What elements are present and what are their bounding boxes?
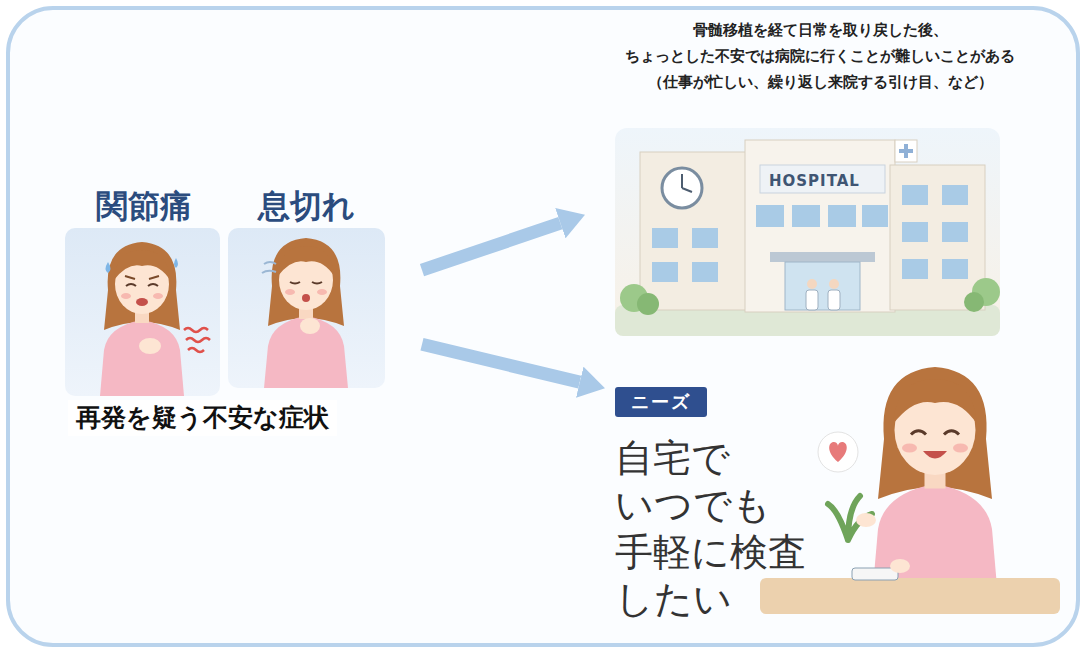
woman-at-home-part [856, 513, 876, 527]
woman-joint-pain-part [136, 298, 148, 306]
needs-statement: 自宅で いつでも 手軽に検査 したい [615, 435, 855, 623]
symptom-group: 再発を疑う不安な症状関節痛息切れ [60, 180, 422, 445]
woman-breathless-part [264, 316, 348, 388]
woman-at-home-part-part [911, 431, 959, 435]
woman-joint-pain-part [125, 276, 159, 279]
needs-box: ニーズ自宅で いつでも 手軽に検査 したい [605, 375, 1055, 640]
hospital-scene-part [807, 279, 817, 289]
woman-at-home-part [852, 568, 898, 580]
woman-joint-pain-part [184, 328, 210, 352]
woman-joint-pain-part [114, 250, 170, 280]
woman-at-home-part-part [902, 444, 917, 453]
woman-at-home-part-part [878, 367, 992, 499]
hospital-scene-part [756, 205, 784, 227]
hospital-scene-part [662, 168, 702, 208]
symptom-title: 息切れ [228, 187, 385, 225]
hospital-scene-box: 骨髄移植を経て日常を取り戻した後、 ちょっとした不安では病院に行くことが難しいこ… [585, 15, 1059, 340]
symptom-panels-part [228, 228, 385, 388]
hospital-sign: HOSPITAL [765, 171, 864, 191]
hospital-scene-part [895, 140, 917, 162]
hospital-scene-part [792, 205, 820, 227]
hospital-scene-part [770, 252, 875, 262]
woman-at-home-part-part [923, 451, 947, 459]
hospital-scene-part [682, 174, 692, 192]
symptom-card: 息切れ [228, 185, 389, 400]
hospital-scene-part [942, 259, 968, 279]
situation-note: 骨髄移植を経て日常を取り戻した後、 ちょっとした不安では病院に行くことが難しいこ… [585, 17, 1055, 95]
outer-frame [8, 8, 1078, 645]
hospital-scene-part [637, 293, 659, 315]
hospital-scene-part [828, 205, 856, 227]
woman-at-home-part [829, 442, 847, 462]
hospital-scene-part [806, 290, 818, 310]
hospital-scene-part [902, 222, 928, 242]
hospital-scene [615, 128, 1000, 336]
symptom-panels [65, 228, 385, 396]
needs-tag: ニーズ [615, 387, 707, 417]
woman-breathless-part [262, 262, 276, 273]
symptom-label: 再発を疑う不安な症状 [68, 400, 337, 436]
hospital-scene-part [785, 262, 860, 310]
hospital-scene-part [964, 292, 984, 312]
woman-breathless [262, 238, 348, 388]
symptom-card: 関節痛 [65, 185, 226, 400]
woman-joint-pain-part [139, 338, 161, 354]
hospital-scene-part [862, 205, 888, 227]
connector-layer-part [422, 223, 580, 382]
hospital-scene-part [828, 290, 840, 310]
woman-joint-pain-part [100, 320, 184, 396]
hospital-scene-part [652, 262, 678, 282]
hospital-scene-part [640, 152, 750, 310]
hospital-scene-part [615, 128, 1000, 336]
woman-breathless-part [278, 246, 334, 276]
flow-arrow [422, 344, 580, 382]
woman-breathless-part [302, 294, 310, 302]
flow-arrow [422, 223, 560, 270]
hospital-scene-part [760, 165, 885, 193]
hospital-scene-part [692, 262, 718, 282]
hospital-scene-part [692, 228, 718, 248]
woman-joint-pain-part [104, 242, 180, 330]
hospital-scene-part [942, 185, 968, 205]
woman-joint-pain-part [106, 258, 179, 273]
woman-breathless-part [317, 289, 327, 295]
hospital-scene-part [902, 259, 928, 279]
woman-breathless-part [300, 318, 320, 334]
woman-at-home [760, 367, 1060, 614]
woman-at-home-part [818, 432, 858, 472]
woman-at-home-part [872, 367, 998, 598]
hospital-scene-part [899, 144, 913, 158]
woman-breathless-part [290, 282, 322, 284]
hospital-scene-part [652, 228, 678, 248]
woman-at-home-part [760, 578, 1060, 614]
woman-at-home-part-part [893, 379, 977, 424]
hospital-scene-part [890, 165, 985, 310]
symptom-title: 関節痛 [65, 187, 222, 225]
symptom-panels-part [65, 228, 220, 396]
hospital-scene-part [942, 222, 968, 242]
woman-breathless-part [285, 289, 295, 295]
hospital-scene-part [829, 279, 839, 289]
woman-breathless-part [268, 238, 344, 326]
woman-at-home-part-part [953, 444, 968, 453]
woman-joint-pain-part [121, 293, 131, 299]
woman-joint-pain-part [153, 293, 163, 299]
woman-joint-pain [100, 242, 210, 396]
hospital-scene-part [902, 185, 928, 205]
woman-joint-pain-part [126, 284, 158, 286]
hospital-scene-part [745, 140, 895, 312]
woman-at-home-part [890, 559, 910, 573]
